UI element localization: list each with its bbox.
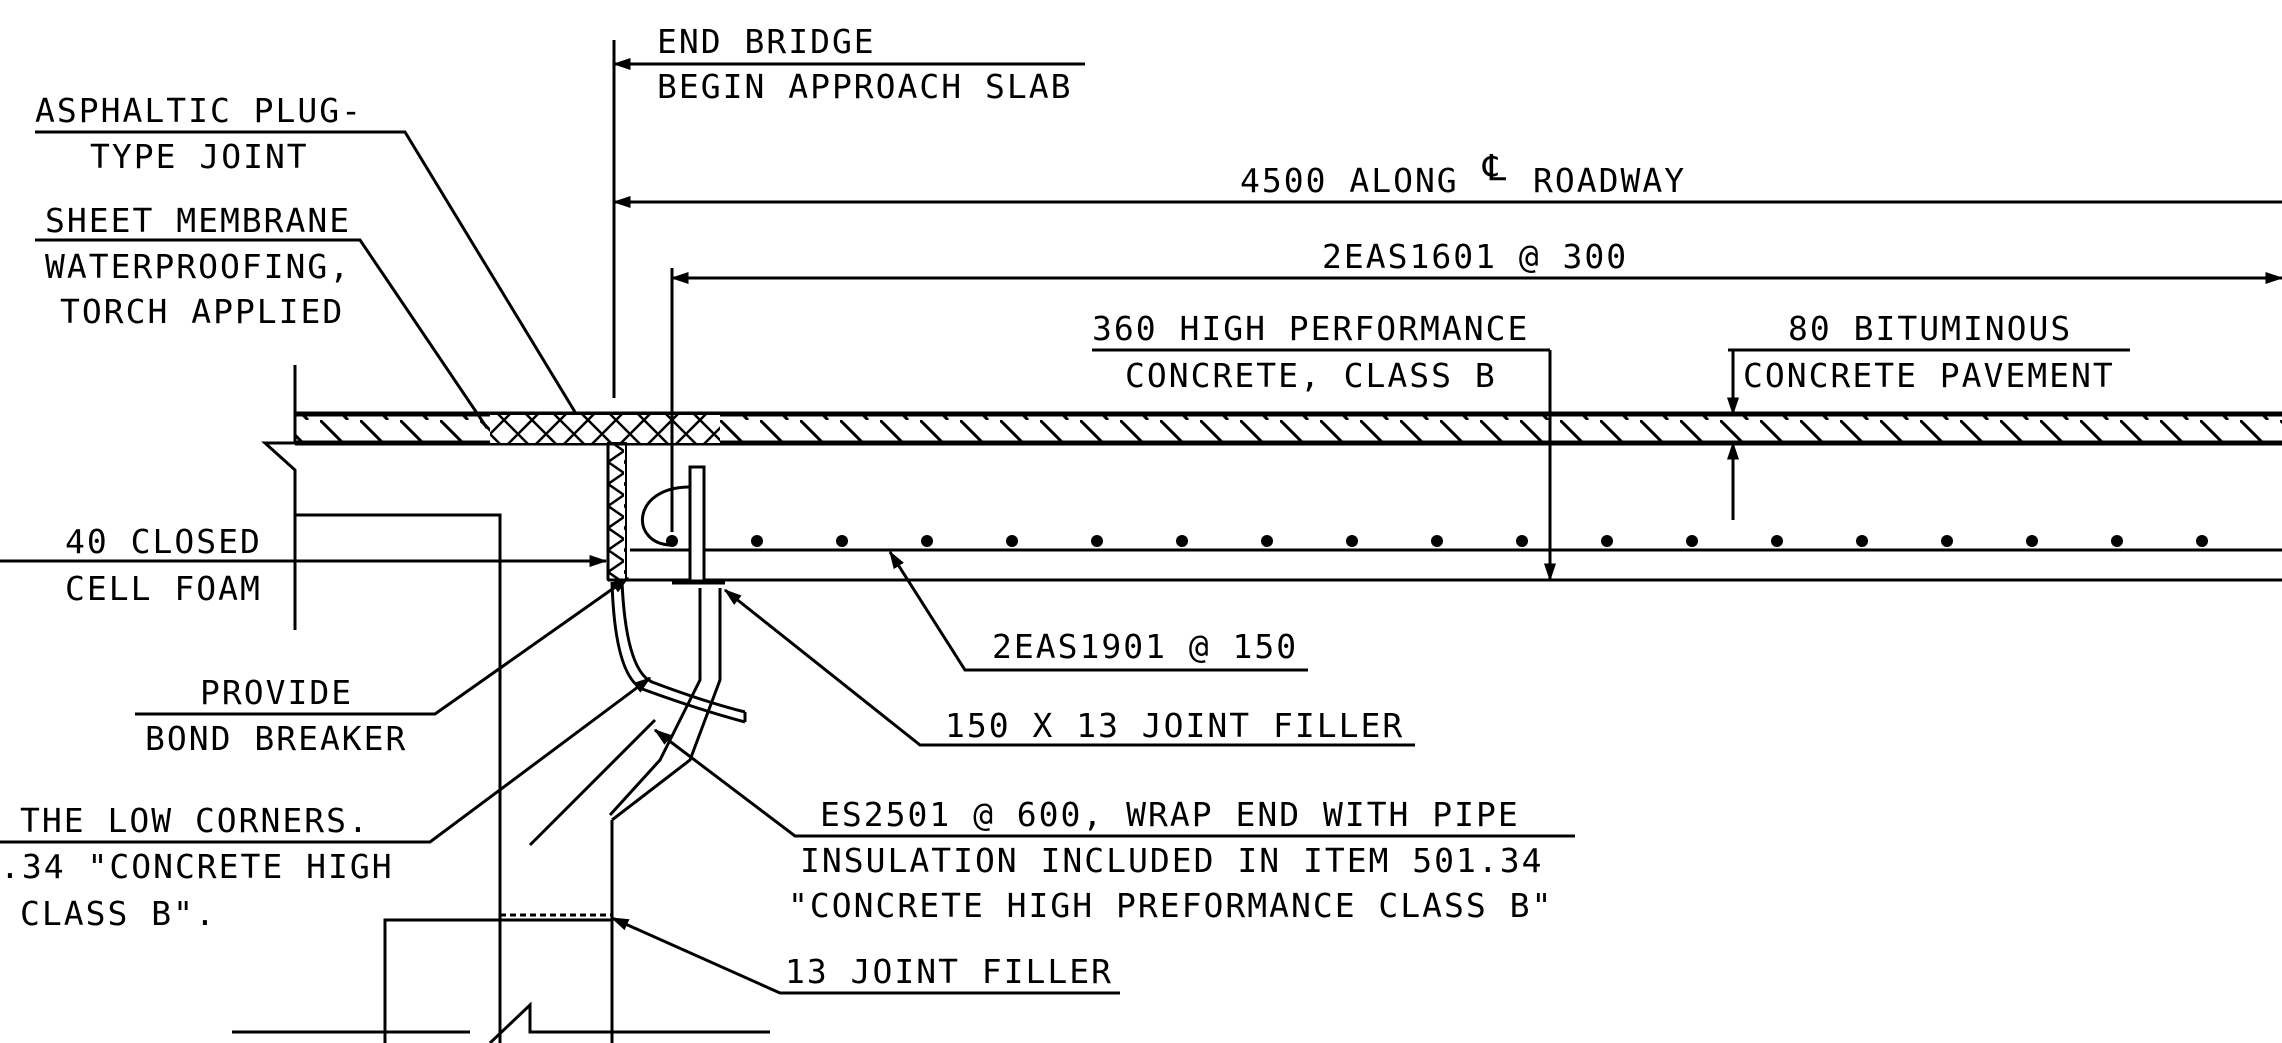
- low-corners-text-3: CLASS B".: [20, 894, 217, 933]
- end-bridge-line: [612, 40, 1085, 398]
- low-corners-leader: [0, 676, 652, 844]
- rebar-top-text: 2EAS1601 @ 300: [1322, 237, 1628, 276]
- plug-joint-text-1: ASPHALTIC PLUG-: [35, 91, 363, 130]
- es-text-3: "CONCRETE HIGH PREFORMANCE CLASS B": [788, 886, 1553, 925]
- roadway-text-b: ROADWAY: [1533, 161, 1686, 200]
- foam-text-2: CELL FOAM: [65, 569, 262, 608]
- end-bridge-text-2: BEGIN APPROACH SLAB: [657, 67, 1073, 106]
- hpc-callout: [1092, 348, 1556, 582]
- approach-slab: [606, 442, 2282, 582]
- bituminous-callout: [1727, 348, 2130, 520]
- left-leaders: [35, 130, 577, 429]
- es-text-1: ES2501 @ 600, WRAP END WITH PIPE: [820, 795, 1520, 834]
- membrane-text-3: TORCH APPLIED: [60, 292, 344, 331]
- bituminous-text-1: 80 BITUMINOUS: [1788, 309, 2072, 348]
- centerline-symbol: ℄: [1482, 148, 1508, 189]
- rebar-bottom-text: 2EAS1901 @ 150: [992, 627, 1298, 666]
- foam-leader: [0, 515, 608, 630]
- low-corners-text-1: THE LOW CORNERS.: [20, 801, 370, 840]
- foam-text-1: 40 CLOSED: [65, 522, 262, 561]
- bituminous-text-2: CONCRETE PAVEMENT: [1743, 356, 2115, 395]
- rebar-bottom-leader: [888, 550, 1308, 672]
- end-bridge-text-1: END BRIDGE: [657, 22, 876, 61]
- plug-joint-text-2: TYPE JOINT: [90, 137, 309, 176]
- bond-breaker-text-2: BOND BREAKER: [145, 719, 407, 758]
- filler-150-text: 150 X 13 JOINT FILLER: [945, 706, 1404, 745]
- rebar-top-dimension: [670, 268, 2282, 532]
- sleeper-curve: [528, 581, 747, 1043]
- hooked-bar: [640, 465, 725, 585]
- filler-150-leader: [723, 588, 1415, 747]
- es-leader: [653, 728, 1575, 838]
- low-corners-text-2: .34 "CONCRETE HIGH: [0, 847, 394, 886]
- roadway-text-a: 4500 ALONG: [1240, 161, 1459, 200]
- es-text-2: INSULATION INCLUDED IN ITEM 501.34: [800, 841, 1544, 880]
- labels: END BRIDGE BEGIN APPROACH SLAB ASPHALTIC…: [0, 22, 2115, 991]
- membrane-text-2: WATERPROOFING,: [45, 247, 351, 286]
- filler-13-text: 13 JOINT FILLER: [785, 952, 1113, 991]
- abutment-lower: [232, 913, 770, 1043]
- hpc-text-2: CONCRETE, CLASS B: [1125, 356, 1497, 395]
- asphalt-pavement-layer: [295, 411, 2282, 446]
- filler-13-leader: [610, 916, 1120, 995]
- hpc-text-1: 360 HIGH PERFORMANCE: [1092, 309, 1529, 348]
- membrane-text-1: SHEET MEMBRANE: [45, 201, 351, 240]
- bridge-deck-end: [261, 365, 502, 1043]
- bond-breaker-leader: [135, 576, 630, 716]
- rebar-dots: [666, 535, 2208, 547]
- bond-breaker-text-1: PROVIDE: [200, 673, 353, 712]
